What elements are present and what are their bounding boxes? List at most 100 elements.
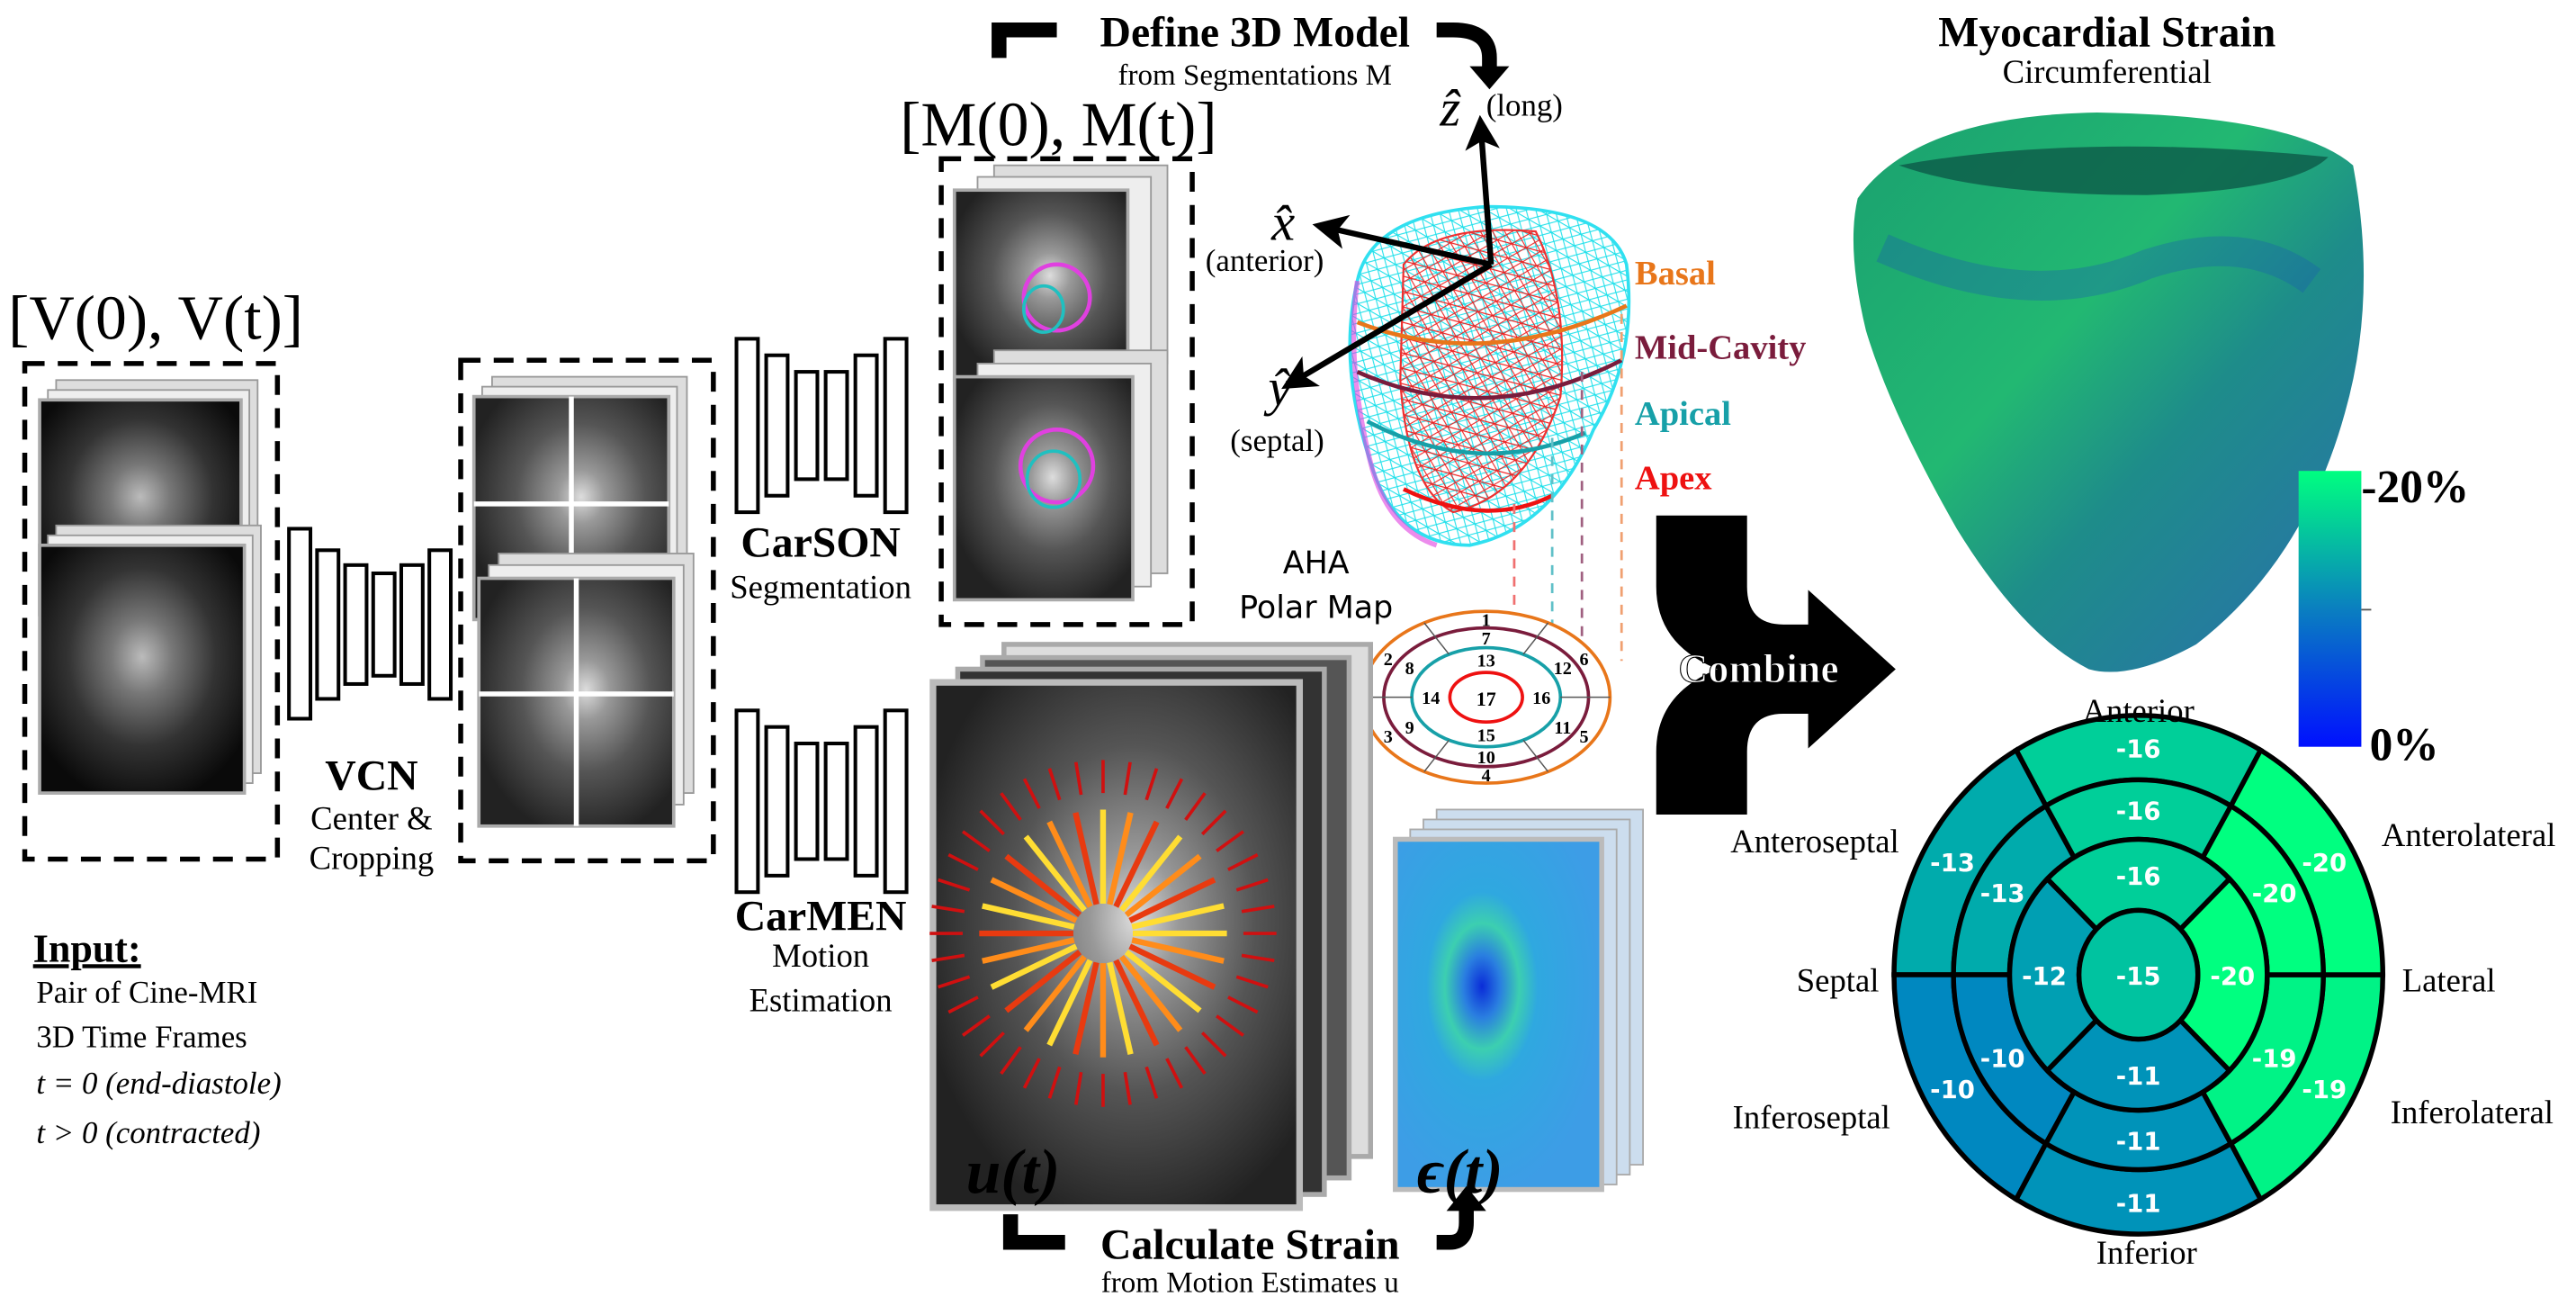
segmentation-dashed-box [938, 156, 1195, 627]
level-mid-label: Mid-Cavity [1635, 329, 1807, 366]
colorbar-min-label: 0% [2370, 719, 2439, 770]
aha-segment-number: 17 [1476, 688, 1496, 710]
motion-vector [1119, 834, 1183, 913]
motion-vector [1200, 809, 1227, 836]
motion-vector [931, 905, 965, 914]
motion-vector [1046, 820, 1093, 908]
motion-vector [1119, 954, 1183, 1032]
vcn-label: VCN [325, 752, 417, 799]
aha-segment-number: 7 [1482, 629, 1491, 649]
motion-vector [1241, 905, 1275, 914]
carson-desc: Segmentation [730, 569, 911, 606]
result-subtitle: Circumferential [2003, 53, 2212, 90]
motion-vector [1227, 995, 1259, 1014]
carmen-label: CarMEN [735, 892, 907, 940]
aha-segment-number: 13 [1477, 652, 1495, 671]
motion-field-label: u(t) [966, 1138, 1061, 1207]
motion-vector [1200, 1031, 1227, 1058]
colorbar [2298, 471, 2362, 747]
arrowhead-icon [1469, 66, 1510, 90]
aha-segment-number: 2 [1384, 650, 1393, 670]
motion-vector [947, 852, 979, 871]
input-line: t > 0 (contracted) [36, 1115, 260, 1150]
colorbar-max-label: -20% [2361, 462, 2469, 513]
motion-vector [1107, 812, 1134, 905]
aha-segment-number: 9 [1405, 718, 1414, 738]
aha-divider [1522, 739, 1549, 772]
axis-y-label: ŷ [1263, 358, 1292, 417]
direction-anteroseptal: Anteroseptal [1730, 823, 1898, 860]
motion-vector [1165, 1058, 1184, 1089]
motion-vector [931, 953, 965, 963]
motion-vector [1235, 878, 1269, 892]
aha-segment-number: 14 [1422, 689, 1440, 708]
motion-vector [947, 995, 979, 1014]
motion-vector [1124, 853, 1202, 917]
aha-divider [1522, 622, 1549, 655]
motion-vector [1073, 812, 1100, 905]
calculate-strain-arrow [1002, 1205, 1474, 1250]
aha-segment-number: 3 [1384, 727, 1393, 747]
axis-x-desc: (anterior) [1206, 243, 1324, 278]
carson-network-icon [734, 337, 909, 515]
direction-inferoseptal: Inferoseptal [1733, 1099, 1890, 1136]
strain-image-stack [1393, 808, 1644, 1193]
motion-vector [1004, 853, 1082, 917]
motion-vector [938, 878, 971, 892]
motion-vector [961, 1014, 991, 1037]
aha-divider [1423, 622, 1450, 655]
axis-z-desc: (long) [1486, 88, 1563, 123]
carmen-desc: Motion [772, 937, 869, 974]
basal-value: -13 [1930, 849, 1975, 878]
aha-segment-number: 11 [1554, 718, 1571, 738]
motion-vector [982, 903, 1075, 930]
motion-vector [1022, 1058, 1041, 1089]
motion-vector [979, 809, 1005, 836]
aha-segment-number: 6 [1580, 650, 1589, 670]
motion-vector [1128, 877, 1216, 923]
motion-vector [1004, 950, 1082, 1013]
motion-vector [1184, 1046, 1207, 1076]
heart-3d-strain-render [1853, 112, 2365, 672]
direction-inferolateral: Inferolateral [2391, 1094, 2554, 1130]
axis-y-desc: (septal) [1230, 423, 1324, 458]
mid-value: -13 [1980, 879, 2025, 908]
apical-value: -11 [2116, 1062, 2161, 1091]
vcn-desc: Cropping [310, 840, 435, 877]
vcn-network-icon [287, 527, 453, 721]
motion-vector [990, 943, 1078, 990]
segmentation-label: [M(0), M(t)] [900, 91, 1216, 160]
direction-septal: Septal [1797, 961, 1880, 998]
carmen-network-icon [734, 708, 909, 895]
motion-vector [1227, 852, 1259, 871]
mid-value: -11 [2116, 1128, 2161, 1157]
motion-vector [1216, 830, 1244, 852]
motion-vector [1000, 1046, 1022, 1076]
heart-mesh-model [1348, 204, 1631, 548]
motion-vector [1131, 937, 1225, 964]
motion-vector [1073, 761, 1083, 796]
input-volume-label: [V(0), V(t)] [8, 284, 303, 353]
mid-value: -10 [1980, 1045, 2025, 1074]
motion-vector [1165, 778, 1184, 809]
motion-vector [1184, 792, 1207, 821]
motion-vector [982, 937, 1075, 964]
input-line: 3D Time Frames [36, 1020, 247, 1055]
aha-segment-number: 10 [1477, 748, 1495, 768]
input-title: Input: [33, 926, 141, 970]
aha-polar-map-strain: -16-13-10-11-19-20-16-13-10-11-19-20-16-… [1891, 713, 2386, 1237]
aha-segment-number: 8 [1405, 659, 1414, 679]
aha-label: AHA [1283, 545, 1350, 581]
input-dashed-box [22, 361, 281, 862]
basal-value: -19 [2302, 1076, 2347, 1104]
axis-x-label: x̂ [1270, 193, 1295, 251]
level-basal-label: Basal [1635, 255, 1716, 293]
motion-vector [1124, 950, 1202, 1013]
direction-anterior: Anterior [2083, 692, 2195, 729]
cropped-mri-stack-t [477, 553, 695, 828]
motion-vector [1073, 961, 1100, 1055]
segmentation-stack-t0 [952, 164, 1169, 383]
motion-vector [1107, 961, 1134, 1055]
motion-vector [1022, 778, 1041, 809]
